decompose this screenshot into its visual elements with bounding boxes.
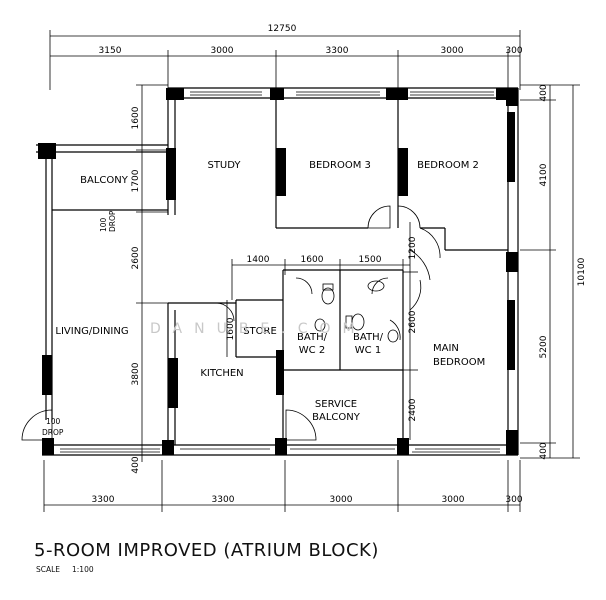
room-bath-1-line2: WC 1 xyxy=(355,345,381,356)
dim-left-5: 400 xyxy=(131,456,141,473)
plan-title: 5-ROOM IMPROVED (ATRIUM BLOCK) xyxy=(34,540,379,561)
dim-right-4: 400 xyxy=(539,442,549,459)
dim-right-3: 5200 xyxy=(539,335,549,358)
dim-inner-top-1: 1400 xyxy=(247,255,270,265)
dim-overall-top: 12750 xyxy=(268,24,297,34)
entry-drop-value: 100 xyxy=(46,417,61,426)
room-store: STORE xyxy=(243,326,277,337)
room-service-balcony-line1: SERVICE xyxy=(315,399,357,410)
dim-bottom-2: 3300 xyxy=(212,495,235,505)
wall-columns xyxy=(38,88,518,455)
room-main-bedroom-line1: MAIN xyxy=(433,343,459,354)
scale-label: SCALE xyxy=(36,565,60,574)
dim-top-1: 3150 xyxy=(99,46,122,56)
room-balcony: BALCONY xyxy=(80,175,129,186)
sanitary-fixtures xyxy=(314,280,399,343)
dim-inner-right-1: 1200 xyxy=(408,236,418,259)
balcony-drop-label: DROP xyxy=(108,210,117,232)
room-bath-1-line1: BATH/ xyxy=(353,332,384,343)
dim-right-1: 400 xyxy=(539,84,549,101)
room-labels: STUDY BEDROOM 3 BEDROOM 2 BALCONY LIVING… xyxy=(42,160,485,437)
room-bedroom-3: BEDROOM 3 xyxy=(309,160,371,171)
room-bath-2-line1: BATH/ xyxy=(297,332,328,343)
dim-top-3: 3300 xyxy=(326,46,349,56)
dim-top-5: 300 xyxy=(505,46,522,56)
dim-store-height: 1600 xyxy=(226,317,236,340)
room-kitchen: KITCHEN xyxy=(200,368,243,379)
dim-right-2: 4100 xyxy=(539,163,549,186)
dim-top-4: 3000 xyxy=(441,46,464,56)
door-swings xyxy=(21,205,441,441)
room-study: STUDY xyxy=(207,160,241,171)
dim-bottom-5: 300 xyxy=(505,495,522,505)
room-bedroom-2: BEDROOM 2 xyxy=(417,160,479,171)
dimension-labels: 12750 3150 3000 3300 3000 300 3300 3300 … xyxy=(92,24,587,505)
dim-inner-top-2: 1600 xyxy=(301,255,324,265)
dim-bottom-4: 3000 xyxy=(442,495,465,505)
balcony-drop-value: 100 xyxy=(99,217,108,232)
dim-inner-top-3: 1500 xyxy=(359,255,382,265)
dim-inner-right-3: 2400 xyxy=(408,398,418,421)
entry-drop-label: DROP xyxy=(42,428,64,437)
dimension-lines xyxy=(43,30,580,512)
dim-left-1: 1600 xyxy=(131,106,141,129)
dim-left-2: 1700 xyxy=(131,169,141,192)
dim-left-4: 3800 xyxy=(131,362,141,385)
room-service-balcony-line2: BALCONY xyxy=(312,412,361,423)
room-main-bedroom-line2: BEDROOM xyxy=(433,357,485,368)
room-bath-2-line2: WC 2 xyxy=(299,345,325,356)
dim-bottom-1: 3300 xyxy=(92,495,115,505)
windows xyxy=(60,91,500,453)
walls xyxy=(36,87,519,456)
dim-inner-right-2: 2600 xyxy=(408,310,418,333)
dim-top-2: 3000 xyxy=(211,46,234,56)
watermark: DANUBE.COM xyxy=(150,321,367,337)
dim-right-overall: 10100 xyxy=(577,257,587,286)
scale-value: 1:100 xyxy=(72,565,94,574)
dim-bottom-3: 3000 xyxy=(330,495,353,505)
dim-left-3: 2600 xyxy=(131,246,141,269)
room-living-dining: LIVING/DINING xyxy=(55,326,128,337)
